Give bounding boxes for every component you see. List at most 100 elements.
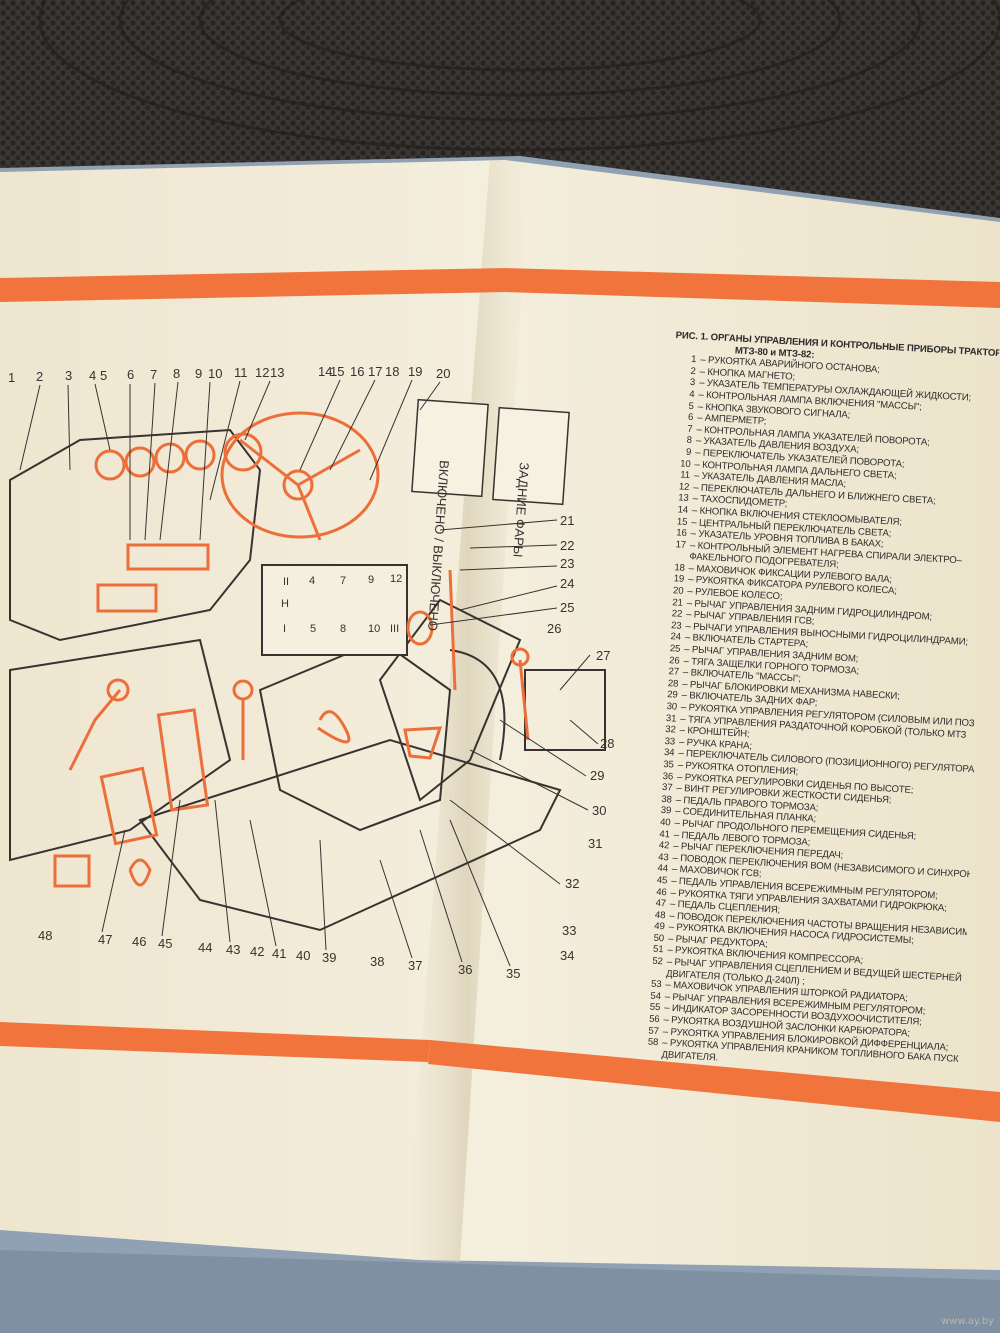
rear-lever-grip [406,610,434,646]
gear-label: 10 [368,623,380,635]
callout-number: 24 [560,576,574,591]
callouts-top: 1 2 3 4 5 6 7 8 9 10 11 12 13 14 15 16 1… [8,364,450,385]
floor-outline [9,638,232,862]
caption-list: 1– РУКОЯТКА АВАРИЙНОГО ОСТАНОВА;2– КНОПК… [635,353,998,1077]
caption-item-number: 58 [647,1036,659,1049]
callout-number: 31 [588,836,602,851]
seat-platform [138,738,562,932]
callout-number: 7 [150,367,157,382]
callout-number: 48 [38,928,52,943]
callouts-right: 21 22 23 24 25 26 27 28 29 30 31 32 33 3… [547,513,614,963]
callout-number: 35 [506,966,520,981]
callout-number: 9 [195,366,202,381]
switch-panel [126,543,210,571]
caption-item-number [663,558,685,559]
figure-caption: РИС. 1. ОРГАНЫ УПРАВЛЕНИЯ И КОНТРОЛЬНЫЕ … [635,330,1000,1077]
book-pages [0,160,1000,1270]
gear-label: III [390,623,399,635]
callout-number: 23 [560,556,574,571]
rear-fender [449,649,506,761]
hitch-knob [510,647,530,667]
seat-back [378,598,522,802]
gear-knob [232,679,254,701]
callout-number: 36 [458,962,472,977]
callout-number: 15 [330,364,344,379]
callout-number: 2 [36,369,43,384]
steering-wheel [220,411,380,539]
callout-number: 46 [132,934,146,949]
gear-label: I [283,623,286,635]
tachometer [223,432,263,472]
gauge [94,449,126,481]
callout-number: 8 [173,366,180,381]
callout-number: 19 [408,364,422,379]
callout-number: 28 [600,736,614,751]
caption-item-number [635,1056,657,1057]
callout-number: 16 [350,364,364,379]
clutch-lever [68,689,122,771]
pto-knob [53,854,91,888]
callout-number: 20 [436,366,450,381]
seat-adjust-handle [317,710,351,744]
instruction-tags [411,398,570,506]
gear-label: 4 [309,575,315,587]
callout-number: 30 [592,803,606,818]
callout-number: 27 [596,648,610,663]
clutch-knob [106,678,130,702]
gear-label: 12 [390,573,402,585]
callout-number: 34 [560,948,574,963]
gear-label: Н [281,598,289,610]
callout-number: 1 [8,370,15,385]
callout-number: 40 [296,948,310,963]
callout-number: 26 [547,621,561,636]
tag-right-text: ЗАДНИЕ ФАРЫ [510,462,532,558]
lamp-panel [96,583,158,613]
gear-diagram-box [261,564,408,656]
top-stripe-left [0,268,505,302]
callout-number: 42 [250,944,264,959]
highlighted-controls [53,411,530,888]
gear-label: 8 [340,623,346,635]
steering-spoke [239,438,299,487]
hitch-lever [518,659,530,741]
callout-number: 33 [562,923,576,938]
callout-number: 44 [198,940,212,955]
callout-number: 22 [560,538,574,553]
callout-number: 5 [100,368,107,383]
gear-label: 7 [340,575,346,587]
callout-number: 17 [368,364,382,379]
callout-number: 6 [127,367,134,382]
watermark: www.ay.by [941,1316,994,1327]
gear-label: 5 [310,623,316,635]
callout-number: 14 [318,364,332,379]
steering-spoke [297,448,361,487]
caption-item-text: ДВИГАТЕЛЯ. [661,1049,719,1064]
hook-handle [128,858,152,887]
callout-number: 43 [226,942,240,957]
callout-number: 41 [272,946,286,961]
callout-number: 38 [370,954,384,969]
callout-number: 21 [560,513,574,528]
callout-number: 13 [270,365,284,380]
gauge [154,442,186,474]
pto-lever [403,726,443,760]
gear-label: 9 [368,574,374,586]
callout-number: 12 [255,365,269,380]
callout-number: 3 [65,368,72,383]
steering-hub [282,469,314,501]
callout-number: 39 [322,950,336,965]
top-stripe-right [505,268,1000,308]
caption-item-number [640,975,662,976]
callout-number: 47 [98,932,112,947]
brake-pedal [156,708,210,812]
book-edge-bottom [0,1250,1000,1333]
gear-labels: II 4 7 9 12 Н I 5 8 10 III [281,573,402,635]
callout-number: 11 [234,365,248,380]
rear-lever [448,569,457,691]
callout-number: 4 [89,368,96,383]
bottom-stripe-right [428,1040,1000,1122]
bottom-stripe-left [0,1022,430,1062]
callout-number: 45 [158,936,172,951]
leader-lines [19,379,599,967]
